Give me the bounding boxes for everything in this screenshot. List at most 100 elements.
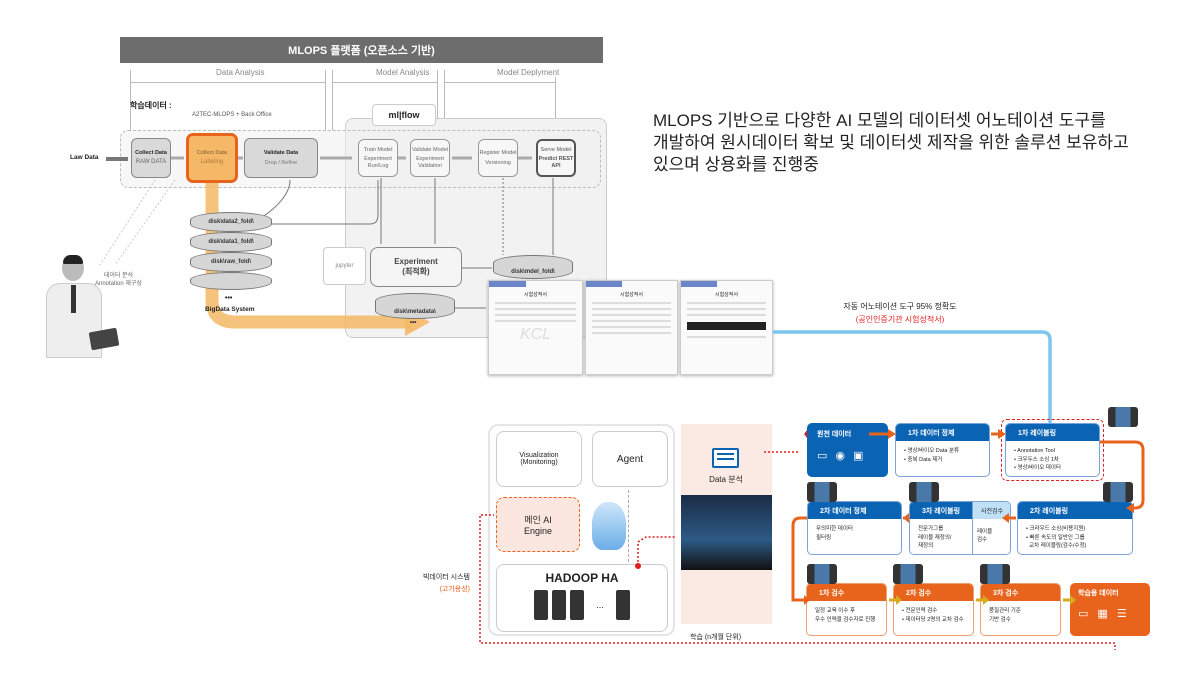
server-icon bbox=[615, 590, 630, 620]
accuracy-note: 자동 어노테이션 도구 95% 정확도(공인인증기관 시험성적서) bbox=[810, 300, 990, 326]
stage-title: Collect Data bbox=[135, 149, 167, 156]
hadoop-title: HADOOP HA bbox=[545, 571, 619, 585]
ellipsis: ... bbox=[596, 600, 604, 610]
stage-sub: Experiment Run/Log bbox=[364, 156, 392, 169]
ai-engine-box[interactable]: 메인 AI Engine bbox=[496, 497, 580, 552]
flow-title: 1차 레이블링 bbox=[1006, 424, 1099, 441]
flow-check2[interactable]: 2차 검수• 전문인력 검수• 데이터당 2명의 교차 검수 bbox=[893, 583, 974, 636]
flow-title: 3차 레이블링 bbox=[910, 502, 973, 519]
disk-raw: disk\raw_fold\ bbox=[190, 252, 272, 272]
disk-model: disk\mdel_fold\ bbox=[493, 255, 573, 279]
flow-refine1[interactable]: 1차 데이터 정제 • 영상/바이오 Data 분류 • 중복 Data 제거 bbox=[895, 423, 990, 477]
span-arrow bbox=[130, 82, 325, 83]
flow-label2[interactable]: 2차 레이블링• 크라우드 소싱(비용지원)• 빠른 속도의 일반인 그룹 교차… bbox=[1017, 501, 1133, 555]
bigdata-note: 빅데이터 시스템(고가용성) bbox=[410, 572, 470, 596]
flow-title: 2차 데이터 정제 bbox=[808, 502, 901, 519]
monitor-list-icon bbox=[712, 448, 739, 468]
flow-item: • Annotation Tool bbox=[1014, 448, 1055, 454]
flow-item: • 전문인력 검수 bbox=[902, 608, 938, 614]
video-thumbnail bbox=[807, 482, 837, 502]
flow-item: • 영상/바이오 Data 분류 bbox=[904, 448, 960, 454]
robot-head-icon bbox=[592, 502, 626, 550]
flow-title: 2차 레이블링 bbox=[1018, 502, 1132, 519]
server-icon bbox=[552, 590, 567, 620]
divider bbox=[555, 70, 556, 130]
stage-title: Register Model bbox=[479, 149, 517, 156]
flow-body: 일정 교육 이수 후 우수 인력을 검수자로 진행 bbox=[815, 608, 876, 623]
document-title: 시험성적서 bbox=[523, 292, 547, 298]
experiment-box[interactable]: Experiment(최적화) bbox=[370, 247, 462, 287]
headline: MLOPS 기반으로 다양한 AI 모델의 데이터셋 어노테이션 도구를 개발하… bbox=[653, 110, 1129, 176]
disk-metadata: disk\metadata\ bbox=[375, 293, 455, 319]
stage-title: Serve Model bbox=[540, 146, 572, 153]
input-arrow bbox=[106, 157, 128, 161]
video-thumbnail bbox=[909, 482, 939, 502]
section-data-analysis: Data Analysis bbox=[213, 68, 268, 77]
video-thumbnail bbox=[807, 564, 837, 584]
stage-sub: Drop / Refine bbox=[264, 159, 298, 166]
stage-title: Validate Data bbox=[263, 149, 299, 156]
divider bbox=[444, 70, 445, 130]
divider bbox=[325, 70, 326, 130]
flow-item: • 크라우드 소싱(비용지원) bbox=[1026, 526, 1086, 532]
note-line: Annotation 재구성 bbox=[95, 280, 142, 287]
visualization-box[interactable]: Visualization (Monitoring) bbox=[496, 431, 582, 487]
flow-item: • 중복 Data 제거 bbox=[904, 456, 943, 463]
video-thumbnail bbox=[980, 564, 1010, 584]
server-icon bbox=[534, 590, 549, 620]
image-icon: ▣ bbox=[853, 450, 864, 462]
disc-icon: ◉ bbox=[835, 450, 846, 462]
bigdata-system-label: BigData System bbox=[205, 306, 255, 313]
certificate-document[interactable]: 시험성적서 bbox=[680, 280, 773, 375]
agent-box[interactable]: Agent bbox=[592, 431, 668, 487]
video-thumbnail bbox=[893, 564, 923, 584]
flow-title: 학습용 데이터 bbox=[1078, 590, 1119, 597]
learning-cycle-label: 학습 (n개월 단위) bbox=[690, 634, 742, 641]
flow-title: 3차 검수 bbox=[981, 584, 1060, 601]
divider bbox=[437, 70, 438, 130]
disk-empty bbox=[190, 272, 272, 290]
flow-final[interactable]: 학습용 데이터▭▦☰ bbox=[1070, 583, 1150, 636]
flow-item: 교차 레이블링(검수/수정) bbox=[1026, 543, 1087, 550]
headline-line: 있으며 상용화를 진행중 bbox=[653, 155, 819, 174]
stage-title: Collect Data bbox=[197, 149, 227, 156]
certificate-document[interactable]: 시험성적서 bbox=[585, 280, 678, 375]
headline-line: 개발하여 원시데이터 확보 및 데이터셋 제작을 위한 솔루션 보유하고 bbox=[653, 133, 1129, 152]
agent-connector bbox=[628, 490, 629, 562]
document-title: 시험성적서 bbox=[619, 292, 643, 298]
system-container bbox=[488, 424, 675, 636]
ellipsis: ••• bbox=[410, 320, 417, 326]
flow-raw-data[interactable]: 원천 데이터▭◉▣ bbox=[807, 423, 888, 477]
stage-sub: Experiment Validation bbox=[416, 156, 444, 169]
flow-title: 원천 데이터 bbox=[817, 431, 852, 438]
disk-data1: disk\data1_fold\ bbox=[190, 232, 272, 252]
hadoop-box[interactable]: HADOOP HA ... bbox=[496, 564, 668, 632]
divider bbox=[332, 70, 333, 130]
pre-check-body: 레이블 검수 bbox=[972, 519, 1010, 554]
mlflow-logo: ml|flow bbox=[372, 104, 436, 126]
flow-title: 1차 데이터 정제 bbox=[896, 424, 989, 441]
highlight-outline bbox=[1001, 419, 1104, 481]
stage-sub: Predict REST API bbox=[538, 156, 574, 169]
span-arrow bbox=[444, 82, 555, 83]
jupyter-logo: jupyter bbox=[323, 247, 366, 285]
divider bbox=[130, 70, 131, 130]
grid-edit-icon: ▦ bbox=[1097, 608, 1108, 620]
flow-item: • 데이터당 2명의 교차 검수 bbox=[902, 616, 964, 623]
flow-body: 무의미한 데이터 필터링 bbox=[816, 526, 853, 541]
accuracy-cert: (공인인증기관 시험성적서) bbox=[855, 315, 945, 324]
experiment-sub: (최적화) bbox=[402, 267, 430, 276]
flow-label1[interactable]: 1차 레이블링• Annotation Tool• 크우두스 소싱 1차• 영상… bbox=[1005, 423, 1100, 477]
